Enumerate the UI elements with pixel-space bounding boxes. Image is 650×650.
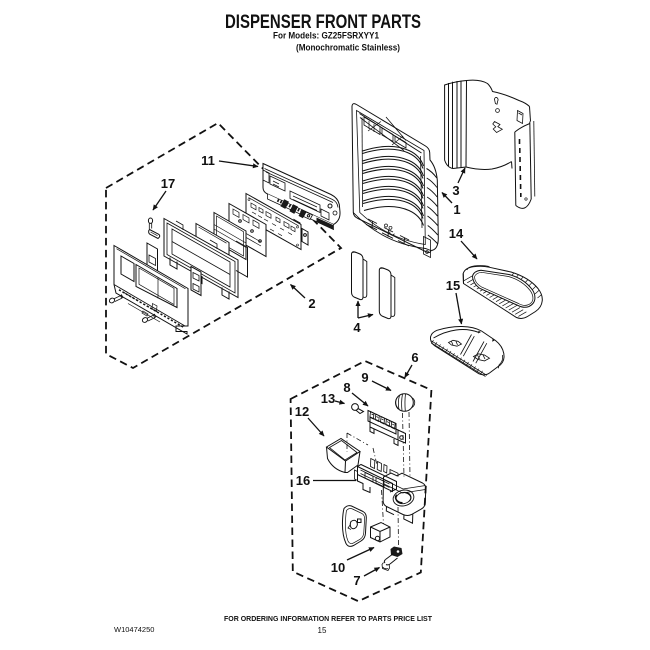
svg-text:15: 15 (318, 626, 327, 635)
svg-text:11: 11 (201, 153, 215, 168)
svg-text:10: 10 (331, 560, 345, 575)
svg-text:16: 16 (296, 473, 310, 488)
svg-text:14: 14 (449, 226, 464, 241)
svg-text:15: 15 (446, 278, 460, 293)
svg-text:12: 12 (295, 404, 309, 419)
svg-text:8: 8 (343, 380, 350, 395)
svg-text:6: 6 (411, 350, 418, 365)
svg-text:17: 17 (161, 176, 175, 191)
svg-text:3: 3 (452, 183, 459, 198)
svg-text:7: 7 (353, 573, 360, 588)
svg-text:9: 9 (361, 370, 368, 385)
svg-text:DISPENSER FRONT PARTS: DISPENSER FRONT PARTS (225, 11, 421, 33)
svg-text:1: 1 (453, 202, 460, 217)
svg-text:4: 4 (353, 320, 361, 335)
svg-text:(Monochromatic Stainless): (Monochromatic Stainless) (296, 43, 400, 54)
svg-text:FOR ORDERING INFORMATION REFER: FOR ORDERING INFORMATION REFER TO PARTS … (224, 616, 433, 623)
svg-text:2: 2 (308, 296, 315, 311)
svg-text:For Models: GZ25FSRXYY1: For Models: GZ25FSRXYY1 (273, 31, 380, 42)
svg-text:W10474250: W10474250 (114, 625, 154, 634)
svg-text:13: 13 (321, 391, 335, 406)
